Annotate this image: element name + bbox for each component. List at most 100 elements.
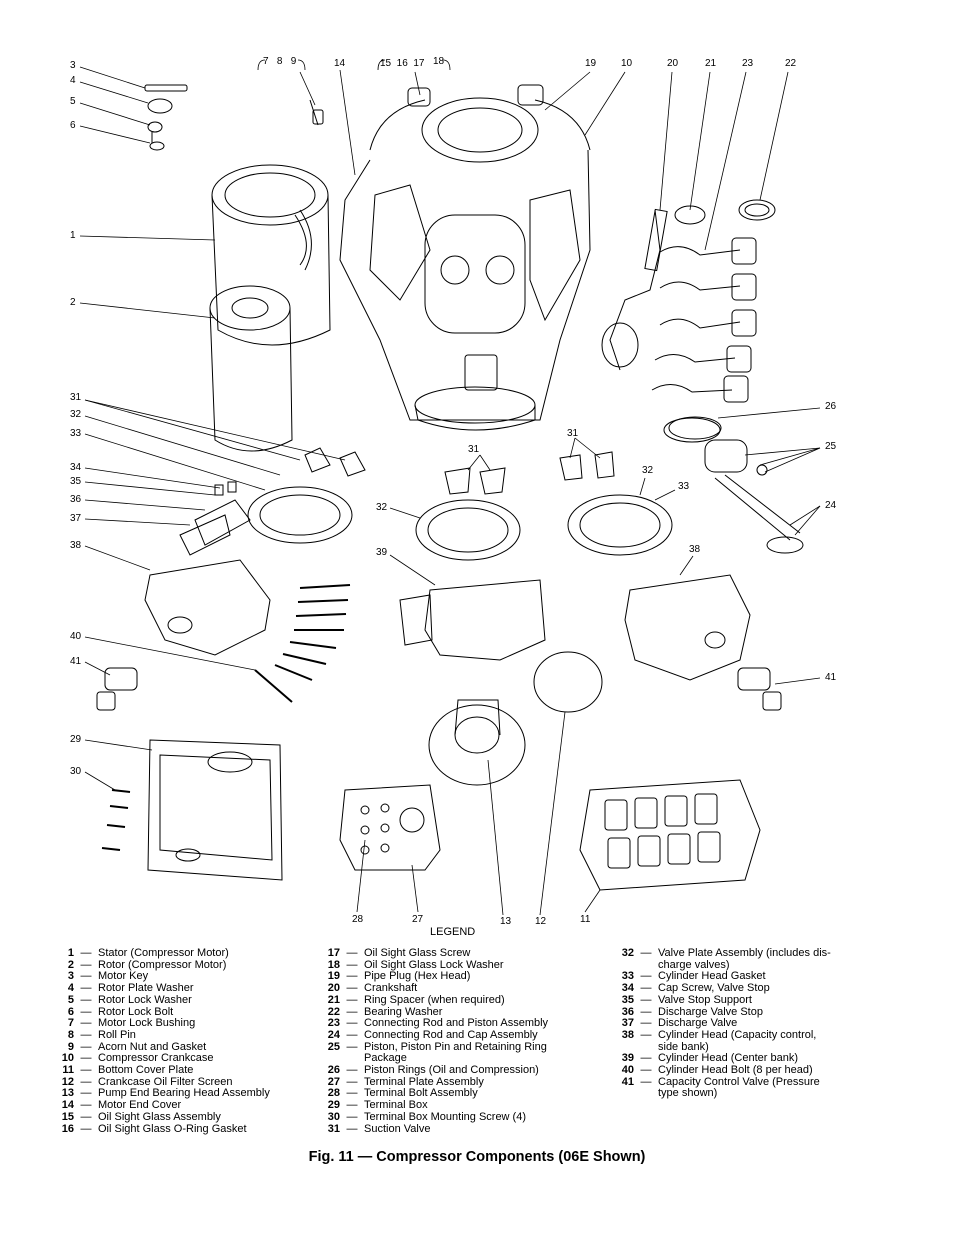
legend-number: 27 [327, 1075, 340, 1088]
legend-dash: — [80, 1087, 92, 1100]
legend-description: Compressor Crankcase [98, 1052, 214, 1065]
legend-dash: — [346, 1064, 358, 1077]
exploded-parts-drawing [79, 59, 821, 916]
legend-dash: — [640, 1028, 652, 1041]
legend-row: 24—Connecting Rod and Cap Assembly [318, 1028, 608, 1042]
legend-description: Cylinder Head Bolt (8 per head) [658, 1064, 813, 1077]
callout-41-left: 41 [70, 656, 82, 667]
legend-number: 18 [327, 958, 340, 971]
callout-1: 1 [70, 230, 76, 241]
legend-number: 30 [327, 1110, 340, 1123]
legend-dash: — [640, 982, 652, 995]
callout-28: 28 [352, 914, 364, 925]
legend-row: 19—Pipe Plug (Hex Head) [318, 971, 608, 983]
legend-dash: — [80, 1005, 92, 1018]
legend-column-1: 1—Stator (Compressor Motor)2—Rotor (Comp… [52, 947, 312, 1136]
legend-description: Oil Sight Glass Lock Washer [364, 958, 504, 971]
legend-description: Motor Key [98, 970, 149, 983]
legend-number: 17 [327, 947, 340, 959]
legend-number: 41 [621, 1075, 634, 1088]
legend-number: 20 [327, 982, 340, 995]
callout-36: 36 [70, 494, 82, 505]
legend-number: 38 [621, 1028, 634, 1041]
callout-3: 3 [70, 60, 76, 71]
legend-description: Motor Lock Bushing [98, 1017, 196, 1030]
legend-dash: — [640, 1017, 652, 1030]
legend-number: 11 [62, 1064, 74, 1077]
legend-row: 33—Cylinder Head Gasket [612, 971, 872, 983]
legend-number: 7 [67, 1017, 74, 1030]
legend-row: charge valves) [612, 959, 872, 972]
legend-number: 35 [621, 993, 634, 1006]
callout-31-center: 31 [468, 444, 480, 455]
capacity-control-valves [96, 667, 782, 711]
legend-description: Roll Pin [98, 1028, 136, 1041]
legend-row: 39—Cylinder Head (Center bank) [612, 1053, 872, 1065]
legend-row: 22—Bearing Washer [318, 1006, 608, 1019]
legend-dash: — [346, 993, 358, 1006]
legend-row: 4—Rotor Plate Washer [52, 982, 312, 995]
legend-description: Discharge Valve [658, 1017, 738, 1030]
terminal-plate [339, 784, 441, 871]
legend-row: 23—Connecting Rod and Piston Assembly [318, 1018, 608, 1030]
crankcase-drawing [339, 84, 591, 431]
legend-dash: — [80, 1075, 92, 1088]
callout-13: 13 [500, 916, 512, 927]
legend-row: 36—Discharge Valve Stop [612, 1005, 872, 1019]
legend-row: 34—Cap Screw, Valve Stop [612, 982, 872, 995]
legend-description: Valve Stop Support [658, 993, 752, 1006]
legend-number: 36 [621, 1005, 634, 1018]
callout-7-8-9: 7 8 9 [263, 56, 297, 67]
callout-18: 18 [433, 56, 445, 67]
legend-number: 24 [327, 1028, 340, 1041]
callout-41-right: 41 [825, 672, 837, 683]
connecting-rod-pistons [651, 237, 757, 403]
suction-valves [304, 447, 615, 495]
legend-dash: — [346, 1122, 358, 1135]
legend-row: 7—Motor Lock Bushing [52, 1018, 312, 1030]
legend-column-3: 32—Valve Plate Assembly (includes dis-ch… [612, 947, 872, 1100]
legend-description: Acorn Nut and Gasket [98, 1040, 207, 1053]
legend-dash: — [346, 1099, 358, 1112]
legend-description: Package [364, 1052, 407, 1065]
legend-description: Crankcase Oil Filter Screen [98, 1075, 233, 1088]
legend-dash: — [346, 1110, 358, 1123]
callout-30: 30 [70, 766, 82, 777]
callout-38-right: 38 [689, 544, 701, 555]
filter-and-bearing-head [428, 651, 603, 786]
legend-number: 13 [61, 1087, 74, 1100]
legend-row: 15—Oil Sight Glass Assembly [52, 1111, 312, 1124]
legend-row: 6—Rotor Lock Bolt [52, 1005, 312, 1019]
piston-and-rings [663, 416, 804, 554]
callout-19: 19 [585, 58, 597, 69]
callout-21: 21 [705, 58, 717, 69]
rotor-drawing [209, 285, 293, 452]
legend-dash: — [346, 1087, 358, 1100]
legend-number: 14 [61, 1099, 74, 1112]
legend-row: 16—Oil Sight Glass O-Ring Gasket [52, 1123, 312, 1136]
legend-number: 2 [67, 958, 74, 971]
legend-row: Package [318, 1053, 608, 1065]
legend-number: 37 [621, 1017, 634, 1030]
legend-row: 9 — Acorn Nut and Gasket [52, 1040, 312, 1054]
legend-dash [634, 1088, 658, 1100]
legend-description: Ring Spacer (when required) [364, 993, 505, 1006]
legend-number: 33 [621, 970, 634, 983]
legend-description: Valve Plate Assembly (includes dis- [658, 947, 831, 959]
callout-23: 23 [742, 58, 754, 69]
terminal-box [101, 739, 283, 881]
legend-row: 41—Capacity Control Valve (Pressure [612, 1075, 872, 1089]
legend-row: 3—Motor Key [52, 971, 312, 983]
legend-dash: — [80, 1028, 92, 1041]
legend-description: Terminal Box Mounting Screw (4) [364, 1110, 527, 1123]
legend-row: 40—Cylinder Head Bolt (8 per head) [612, 1064, 872, 1077]
legend-row: 27—Terminal Plate Assembly [318, 1075, 608, 1089]
legend-dash: — [80, 1040, 92, 1053]
legend-number: 3 [67, 970, 74, 983]
legend-row: 28—Terminal Bolt Assembly [318, 1088, 608, 1100]
legend-row: 14—Motor End Cover [52, 1099, 312, 1112]
legend-number: 1 [67, 947, 74, 959]
legend-number: 9 [67, 1040, 74, 1053]
callout-14: 14 [334, 58, 346, 69]
cylinder-heads [144, 559, 751, 681]
